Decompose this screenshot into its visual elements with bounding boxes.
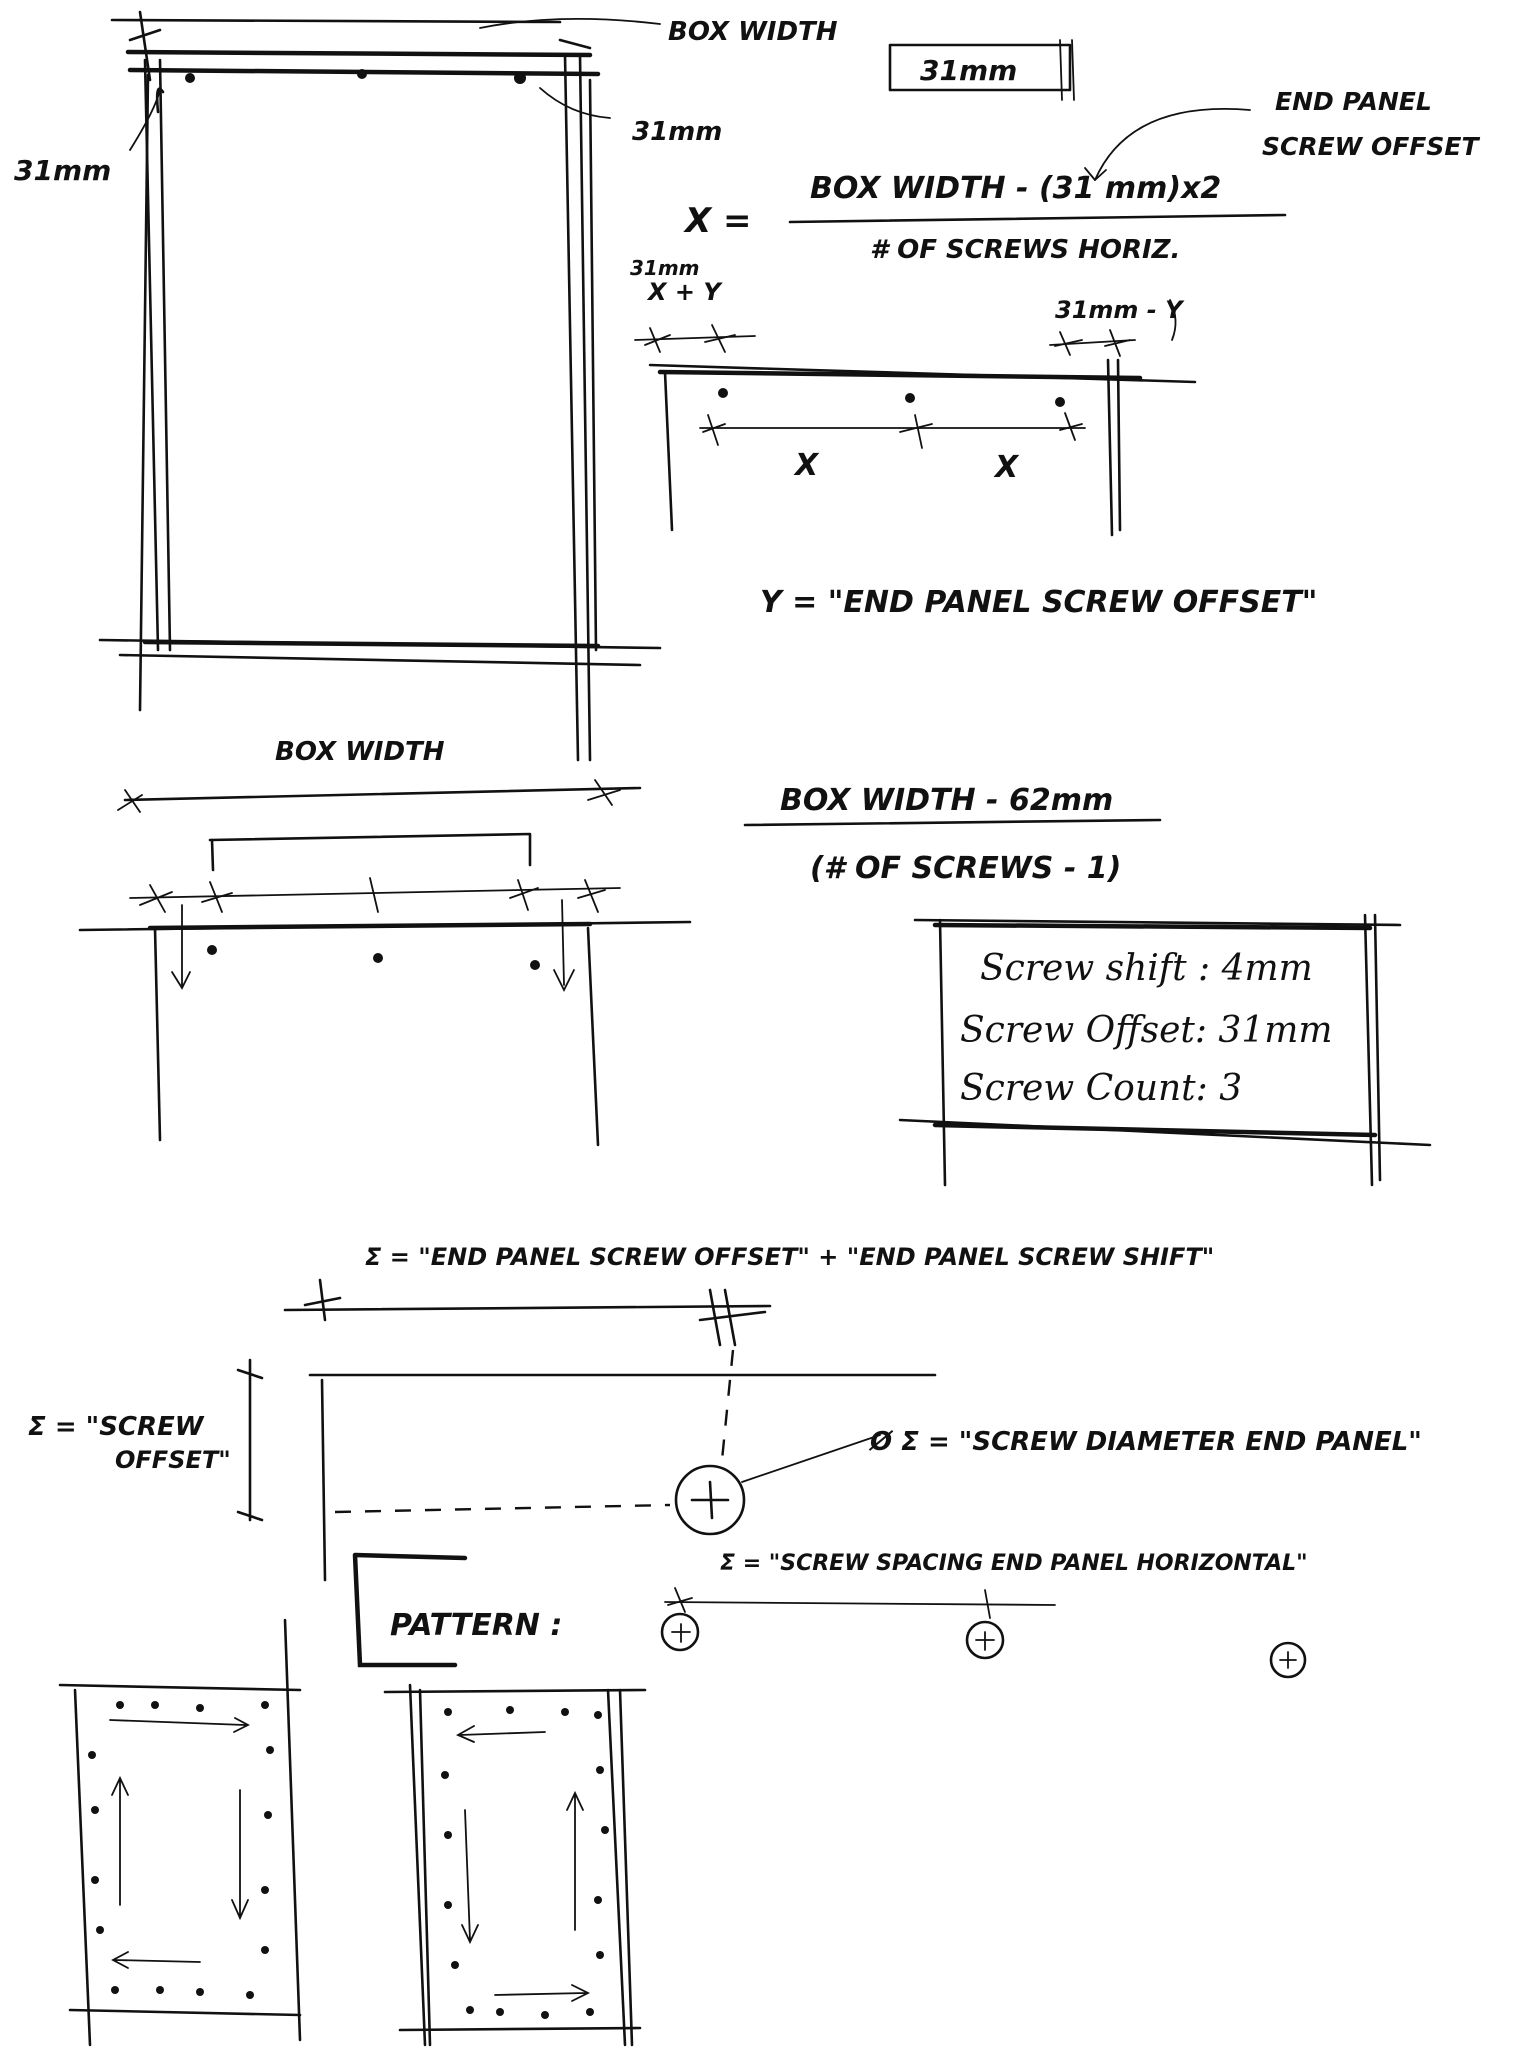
label-31mm-plus-y-1: 31mm [630,256,700,280]
formula-x-numerator: BOX WIDTH - (31 mm)x2 [810,171,1221,206]
formula-spacing-denominator: (# OF SCREWS - 1) [810,851,1121,886]
pattern-screws [660,1587,1307,1679]
label-31mm-boxed: 31mm [920,54,1017,87]
sigma-diameter: Ø Σ = "SCREW DIAMETER END PANEL" [868,1427,1422,1457]
label-31mm-plus-y-2: X + Y [646,278,723,306]
sigma-spacing: Σ = "SCREW SPACING END PANEL HORIZONTAL" [720,1551,1308,1576]
label-box-width-mid: BOX WIDTH [275,737,445,767]
setting-screw-count: Screw Count: 3 [960,1068,1242,1109]
setting-screw-offset: Screw Offset: 31mm [960,1010,1333,1051]
left-31mm-annotation: 31mm [14,89,161,187]
settings-box: Screw shift : 4mm Screw Offset: 31mm Scr… [898,913,1432,1187]
label-x-right: X [993,450,1020,485]
label-box-width-top: BOX WIDTH [668,17,838,47]
pattern-sketch-a [58,1618,302,2047]
pattern-label: PATTERN : [390,1608,562,1643]
right-31mm-annotation: 31mm [539,87,722,147]
pattern-sketch-b [383,1683,647,2047]
box-front-view [98,10,662,762]
label-x-left: X [793,448,820,483]
spacing-detail: 31mm X + Y 31mm - Y X X [630,256,1197,537]
sigma-offset-2: OFFSET" [115,1446,231,1474]
box-width-detail: BOX WIDTH [78,737,692,1147]
label-end-panel-line2: SCREW OFFSET [1262,132,1480,161]
sigma-shift: Σ = "END PANEL SCREW OFFSET" + "END PANE… [365,1243,1214,1271]
label-31mm-right: 31mm [632,117,722,147]
screw-position-diagram: Ø Σ = "SCREW DIAMETER END PANEL" Σ = "SC… [28,1278,1422,1582]
formula-x-lhs: X = [683,201,752,241]
formula-x-denominator: # OF SCREWS HORIZ. [870,235,1180,265]
formula-spacing: BOX WIDTH - 62mm (# OF SCREWS - 1) [743,783,1162,886]
box-width-annotation-top: BOX WIDTH [479,17,838,47]
label-31mm-minus-y: 31mm - Y [1055,296,1185,324]
end-panel-screw-offset-annotation: END PANEL SCREW OFFSET [1084,87,1480,181]
label-31mm-left: 31mm [14,154,111,187]
boxed-31mm: 31mm [888,39,1075,101]
sigma-offset-1: Σ = "SCREW [28,1412,205,1442]
setting-screw-shift: Screw shift : 4mm [980,948,1313,989]
pattern-label-group: PATTERN : [352,1552,562,1668]
formula-spacing-numerator: BOX WIDTH - 62mm [780,783,1113,818]
formula-y: Y = "END PANEL SCREW OFFSET" [760,585,1317,620]
label-end-panel-line1: END PANEL [1275,87,1432,116]
formula-x: X = BOX WIDTH - (31 mm)x2 # OF SCREWS HO… [683,171,1287,265]
